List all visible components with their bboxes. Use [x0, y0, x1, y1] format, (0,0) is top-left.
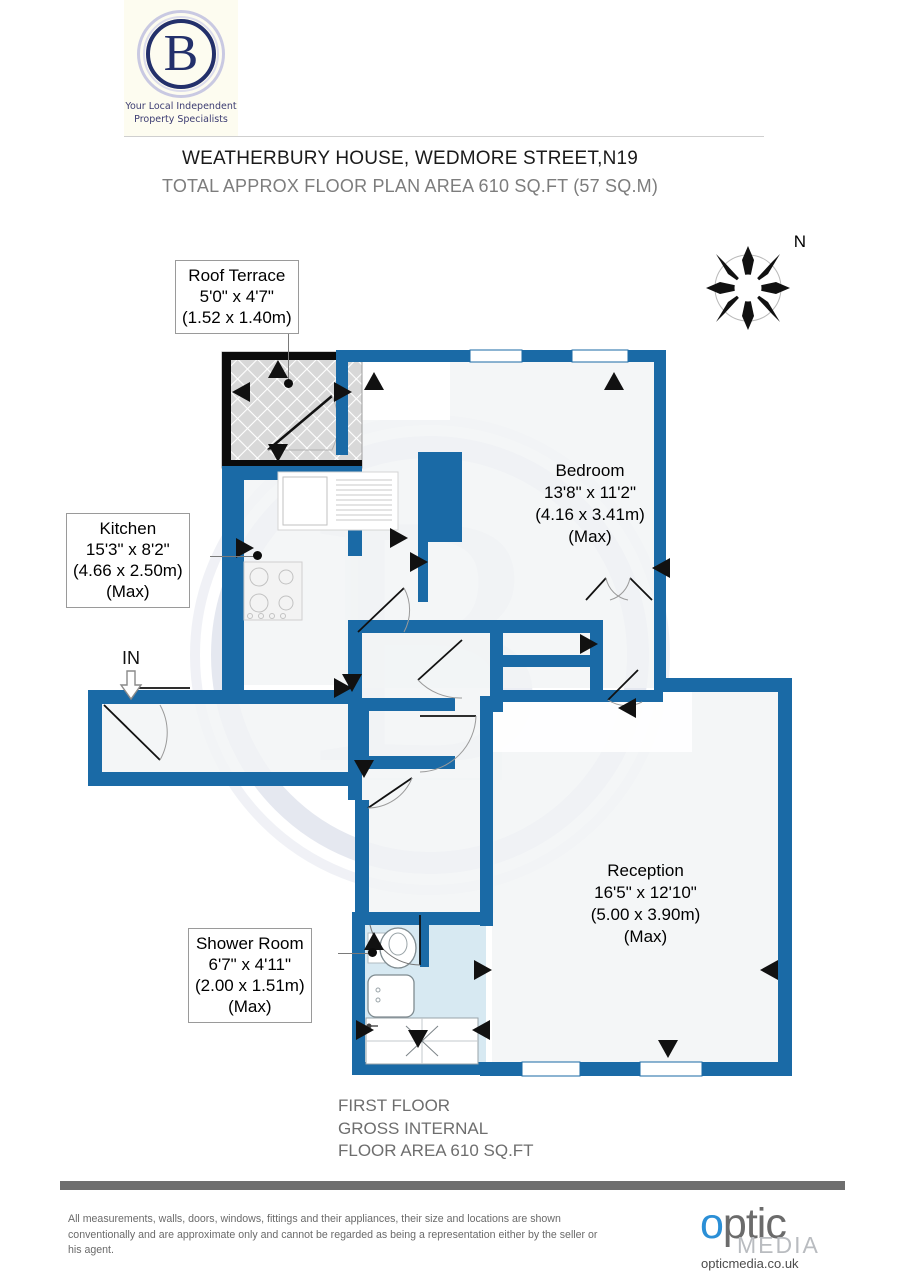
optic-letters-ptic: ptic	[722, 1200, 787, 1248]
optic-media-url: opticmedia.co.uk	[701, 1256, 799, 1271]
leader-roof-terrace	[288, 323, 289, 383]
page-subtitle: TOTAL APPROX FLOOR PLAN AREA 610 SQ.FT (…	[161, 176, 659, 196]
entrance-label: IN	[122, 648, 140, 668]
roof-terrace-metric: (1.52 x 1.40m)	[182, 308, 292, 327]
agency-logo: B Your Local Independent Property Specia…	[124, 0, 238, 136]
compass-icon	[706, 246, 790, 330]
compass-north-label: N	[793, 232, 806, 251]
shower-room-imperial: 6'7" x 4'11"	[208, 955, 292, 974]
logo-tagline-line2: Property Specialists	[134, 114, 228, 125]
reception-max: (Max)	[623, 927, 668, 946]
logo-ring-inner	[146, 19, 216, 89]
optic-media-word: MEDIA	[737, 1232, 820, 1258]
shower-room-fixtures	[366, 927, 417, 1029]
reception-name: Reception	[607, 861, 684, 880]
leader-dot-shower-room	[368, 948, 377, 957]
logo-ring-mid	[143, 16, 219, 92]
compass-rose: N	[702, 232, 806, 338]
leader-dot-kitchen	[253, 551, 262, 560]
leader-shower-room	[338, 953, 373, 954]
logo-tagline-line1: Your Local Independent	[125, 101, 237, 112]
bedroom-metric: (4.16 x 3.41m)	[535, 505, 645, 524]
shower-room-metric: (2.00 x 1.51m)	[195, 976, 305, 995]
door-swings	[103, 577, 653, 966]
floor-note-line1: FIRST FLOOR	[338, 1096, 451, 1115]
floor-plan-drawing: B	[88, 349, 792, 1077]
kitchen-max: (Max)	[106, 582, 150, 601]
floor-note-line2: GROSS INTERNAL	[338, 1118, 489, 1138]
down-arrow-icon	[119, 670, 143, 701]
callout-roof-terrace: Roof Terrace 5'0" x 4'7" (1.52 x 1.40m)	[175, 260, 299, 334]
reception-metric: (5.00 x 3.90m)	[590, 905, 701, 924]
floor-note: FIRST FLOOR GROSS INTERNAL FLOOR AREA 61…	[338, 1095, 534, 1163]
floor-note-line3: FLOOR AREA 610 SQ.FT	[338, 1141, 534, 1160]
bedroom-imperial: 13'8" x 11'2"	[544, 483, 636, 502]
optic-letter-o: o	[700, 1200, 724, 1248]
logo-ring-outer	[137, 10, 225, 98]
entrance-marker: IN	[118, 648, 144, 706]
room-label-reception: Reception 16'5" x 12'10" (5.00 x 3.90m) …	[558, 860, 733, 948]
kitchen-imperial: 15'3" x 8'2"	[85, 540, 170, 559]
page-title: WEATHERBURY HOUSE, WEDMORE STREET,N19	[181, 148, 639, 169]
optic-wordmark: optic	[700, 1200, 787, 1249]
kitchen-metric: (4.66 x 2.50m)	[73, 561, 183, 580]
bedroom-name: Bedroom	[555, 461, 625, 480]
callout-shower-room: Shower Room 6'7" x 4'11" (2.00 x 1.51m) …	[188, 928, 312, 1023]
logo-letter-b: B	[163, 25, 199, 82]
kitchen-name: Kitchen	[99, 519, 157, 538]
optic-media-logo[interactable]: optic MEDIA opticmedia.co.uk	[700, 1200, 850, 1272]
dimension-arrows	[232, 360, 778, 1058]
roof-terrace-name: Roof Terrace	[188, 266, 286, 285]
bedroom-max: (Max)	[568, 527, 612, 546]
shower-room-max: (Max)	[228, 997, 272, 1016]
roof-terrace-imperial: 5'0" x 4'7"	[199, 287, 274, 306]
plan-walls	[88, 349, 792, 1077]
kitchen-fixtures	[243, 471, 399, 621]
disclaimer-text: All measurements, walls, doors, windows,…	[68, 1213, 598, 1256]
footer-divider-bar	[60, 1181, 845, 1190]
room-label-bedroom: Bedroom 13'8" x 11'2" (4.16 x 3.41m) (Ma…	[505, 460, 675, 548]
callout-kitchen: Kitchen 15'3" x 8'2" (4.66 x 2.50m) (Max…	[66, 513, 190, 608]
leader-dot-roof-terrace	[284, 379, 293, 388]
reception-imperial: 16'5" x 12'10"	[594, 883, 697, 902]
shower-room-name: Shower Room	[195, 934, 304, 953]
leader-kitchen	[210, 556, 258, 557]
logo-tagline: Your Local Independent Property Speciali…	[124, 100, 238, 126]
header-divider	[124, 136, 764, 137]
